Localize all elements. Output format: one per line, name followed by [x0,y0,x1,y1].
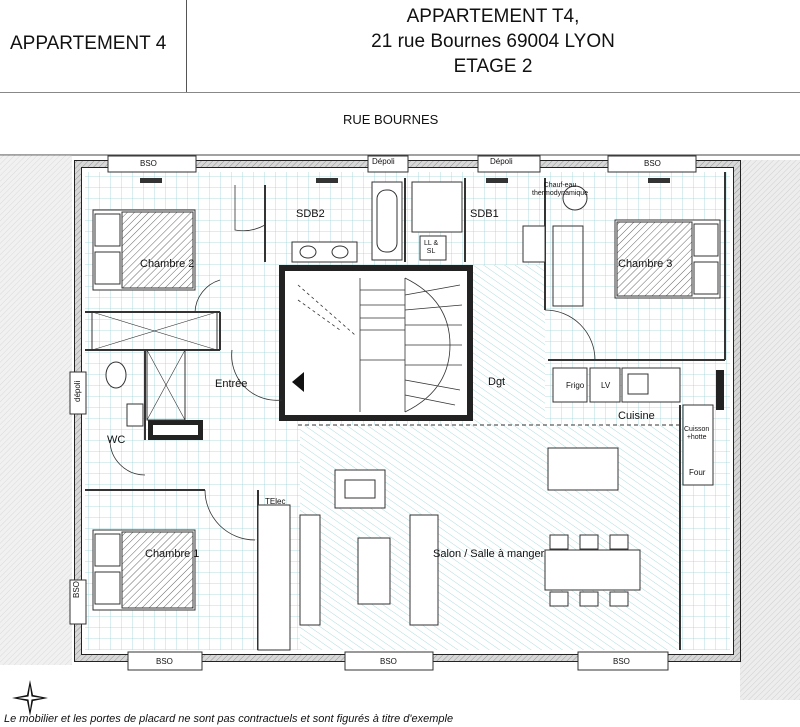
entry-arrow [292,372,304,392]
fridge-label: Frigo [566,381,585,390]
room-label-chambre-2: Chambre 2 [140,258,195,270]
toilet [105,361,127,389]
kitchen-island [547,447,619,491]
street-label: RUE BOURNES [343,112,439,127]
sofa [409,514,439,626]
bed-chambre-3 [614,219,721,299]
apartment-address: 21 rue Bournes 69004 LYON [371,31,615,52]
room-label-sdb1: SDB1 [470,208,499,220]
disclaimer-text: Le mobilier et les portes de placard ne … [4,713,454,725]
electric-panel-label: TElec [265,497,286,506]
shower [411,181,463,233]
washer-dryer-label: LL & SL [424,240,439,255]
dishwasher-label: LV [601,381,611,390]
neighbour-right [740,160,800,700]
sink-sdb1 [522,225,546,263]
water-heater [562,185,588,211]
room-label-chambre-3: Chambre 3 [618,258,673,270]
bed-chambre-1 [92,529,196,611]
washing-machine [419,235,447,261]
window-label-bso-side: BSO [72,581,81,598]
fridge [552,367,588,403]
compass-icon [12,680,48,716]
apartment-floor: ETAGE 2 [453,56,533,77]
window-label-bso: BSO [140,159,157,168]
top-windows [107,155,697,183]
doors [109,185,596,541]
corridor-floor [470,265,545,425]
room-label-dgt: Dgt [488,376,506,388]
apartment-type: APPARTEMENT T4, [406,6,580,27]
room-label-wc: WC [107,434,126,446]
dishwasher [589,367,621,403]
bottom-windows [127,651,669,671]
window-label-depoli: Dépoli [372,157,395,166]
room-label-sdb2: SDB2 [296,208,325,220]
window-label-bso: BSO [644,159,661,168]
stairwell [279,265,473,421]
oven-label: Four [689,468,706,477]
kitchen-counter [682,404,714,486]
window-label-depoli: Dépoli [490,157,513,166]
room-label-chambre-1: Chambre 1 [145,548,200,560]
dining-table [544,549,641,591]
apartment-address-box: APPARTEMENT T4, 21 rue Bournes 69004 LYO… [186,4,800,79]
apartment-number: APPARTEMENT 4 [10,33,167,54]
window-label-bso: BSO [380,657,397,666]
window-label-depoli-side: dépoli [73,380,82,402]
neighbour-left [0,155,72,665]
title-block: APPARTEMENT 4 APPARTEMENT T4, 21 rue Bou… [0,0,800,93]
stairs [297,277,463,413]
window-label-bso: BSO [156,657,173,666]
water-heater-label: Chauf-eau thermodynamique [532,182,589,197]
cooktop-label: Cuisson +hotte [684,426,710,441]
dining-chairs [549,534,629,607]
bed-chambre-2 [92,209,196,291]
room-label-salon: Salon / Salle à manger [433,548,545,560]
window-label-bso: BSO [613,657,630,666]
room-label-entree: Entrée [215,378,248,390]
apartment-number-box: APPARTEMENT 4 [0,0,187,92]
room-label-cuisine: Cuisine [618,410,655,422]
